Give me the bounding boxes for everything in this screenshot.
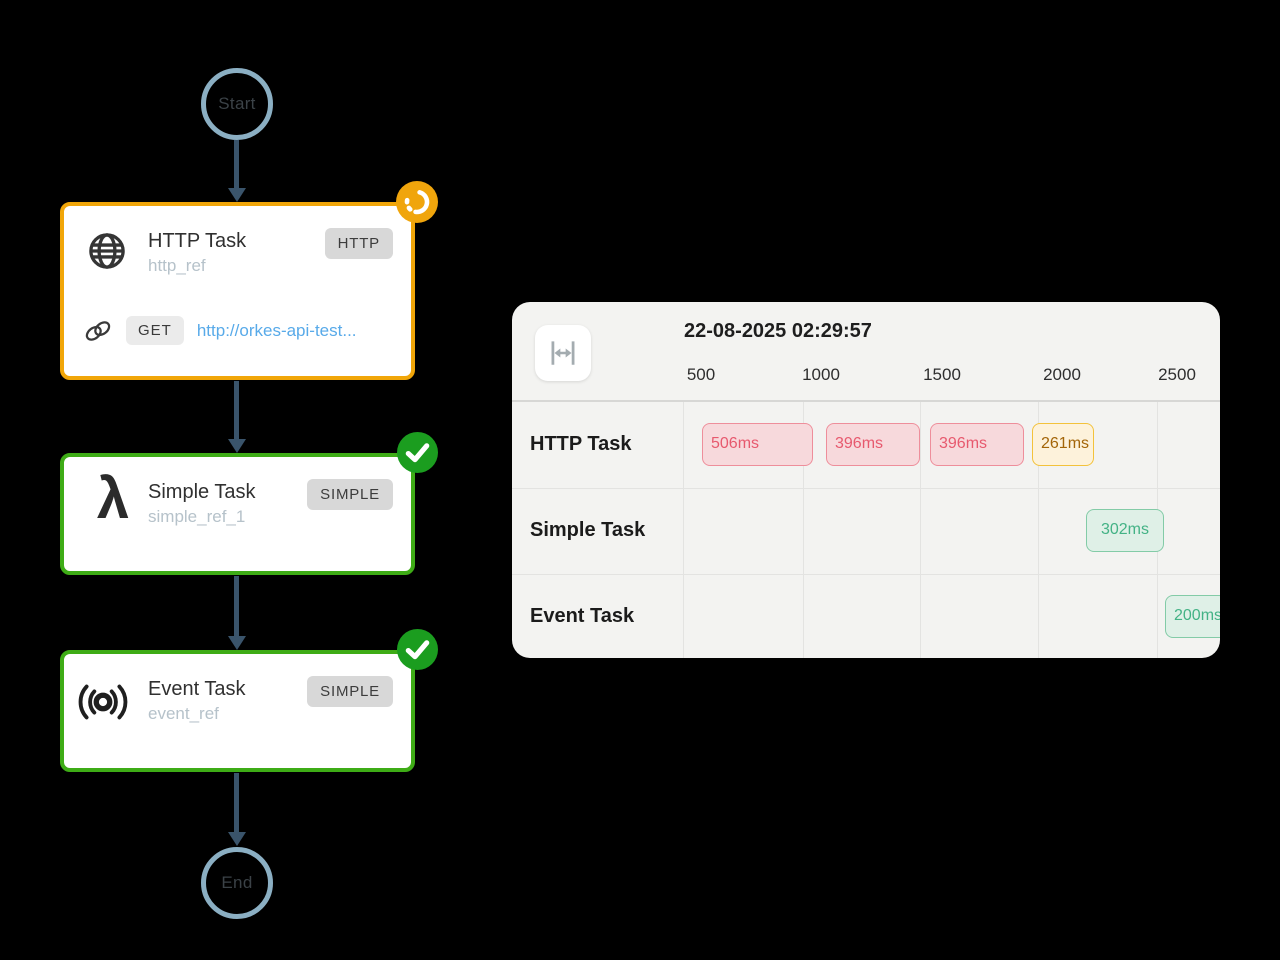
- task-title: Simple Task: [148, 481, 256, 503]
- completed-check-badge: [397, 432, 438, 473]
- timeline-bar-failed[interactable]: 396ms: [930, 423, 1024, 466]
- in-progress-spinner-badge: [396, 181, 438, 223]
- task-type-badge: SIMPLE: [307, 676, 393, 707]
- start-node-label: Start: [218, 94, 256, 113]
- fit-width-button[interactable]: [535, 325, 591, 381]
- task-ref-name: simple_ref_1: [148, 507, 246, 526]
- task-title-block: Simple Task simple_ref_1: [148, 481, 255, 527]
- flow-arrow: [234, 140, 239, 189]
- timeline-bar-failed[interactable]: 396ms: [826, 423, 920, 466]
- axis-tick: 1000: [802, 365, 840, 384]
- task-title: Event Task: [148, 678, 246, 700]
- gridline: [1038, 402, 1039, 658]
- http-url-link[interactable]: http://orkes-api-test...: [196, 320, 357, 340]
- task-ref-name: event_ref: [148, 704, 219, 723]
- execution-start-timestamp: 22-08-2025 02:29:57: [684, 320, 872, 342]
- axis-tick: 2000: [1043, 365, 1081, 384]
- gridline: [803, 402, 804, 658]
- http-request-row: GET http://orkes-api-test...: [83, 316, 357, 345]
- flow-arrow: [234, 773, 239, 832]
- flow-arrow-head: [228, 832, 246, 846]
- broadcast-icon: [76, 678, 130, 726]
- timeline-bar-failed[interactable]: 506ms: [702, 423, 813, 466]
- flow-arrow-head: [228, 188, 246, 202]
- flow-arrow-head: [228, 439, 246, 453]
- task-title: HTTP Task: [148, 230, 247, 252]
- task-title-block: Event Task event_ref: [148, 678, 245, 724]
- task-type-badge: SIMPLE: [307, 479, 393, 510]
- gridline: [683, 402, 684, 658]
- row-divider: [512, 488, 1220, 489]
- end-node-label: End: [221, 873, 253, 892]
- task-node-event[interactable]: Event Task event_ref SIMPLE: [60, 650, 415, 772]
- axis-tick: 2500: [1158, 365, 1196, 384]
- start-node[interactable]: Start: [201, 68, 273, 140]
- flow-arrow: [234, 381, 239, 439]
- flow-arrow-head: [228, 636, 246, 650]
- timeline-grid: HTTP Task Simple Task Event Task 506ms 3…: [512, 400, 1220, 658]
- globe-icon: [86, 230, 128, 272]
- task-title-block: HTTP Task http_ref: [148, 230, 246, 276]
- flow-arrow: [234, 576, 239, 636]
- link-icon: [83, 318, 113, 344]
- completed-check-badge: [397, 629, 438, 670]
- timeline-bar-in-progress[interactable]: 261ms: [1032, 423, 1094, 466]
- timeline-bar-completed[interactable]: 302ms: [1086, 509, 1164, 552]
- task-type-badge: HTTP: [324, 228, 393, 259]
- axis-tick: 1500: [923, 365, 961, 384]
- fit-width-icon: [546, 336, 580, 370]
- timeline-panel: 22-08-2025 02:29:57 500 1000 1500 2000 2…: [512, 302, 1220, 658]
- gridline: [920, 402, 921, 658]
- lambda-icon: λ: [96, 466, 130, 531]
- timeline-row-label-http: HTTP Task: [530, 433, 632, 455]
- task-node-http[interactable]: HTTP Task http_ref HTTP GET http://orkes…: [60, 202, 415, 380]
- timeline-bar-completed[interactable]: 200ms: [1165, 595, 1220, 638]
- axis-tick: 500: [686, 365, 716, 384]
- http-method-badge: GET: [126, 316, 184, 345]
- row-divider: [512, 574, 1220, 575]
- timeline-row-label-event: Event Task: [530, 605, 635, 627]
- timeline-row-label-simple: Simple Task: [530, 519, 646, 541]
- task-ref-name: http_ref: [148, 256, 206, 275]
- task-node-simple[interactable]: λ Simple Task simple_ref_1 SIMPLE: [60, 453, 415, 575]
- end-node[interactable]: End: [201, 847, 273, 919]
